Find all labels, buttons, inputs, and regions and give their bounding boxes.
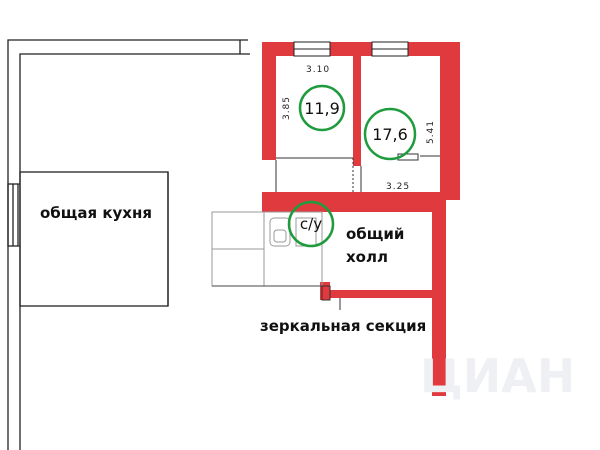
dim-room1-width: 3.10 bbox=[306, 65, 330, 75]
hall-label-line1: общий bbox=[346, 225, 404, 243]
area-circles bbox=[287, 84, 417, 248]
dim-room2-width: 3.25 bbox=[386, 182, 410, 192]
windows-top bbox=[293, 41, 409, 57]
kitchen-label: общая кухня bbox=[40, 204, 152, 222]
mirror-section-label: зеркальная секция bbox=[260, 317, 426, 335]
dim-room1-height: 3.85 bbox=[282, 96, 292, 120]
area-room2: 17,6 bbox=[372, 125, 408, 144]
walls bbox=[262, 42, 460, 396]
area-room1: 11,9 bbox=[304, 99, 340, 118]
hall-label-line2: холл bbox=[346, 248, 388, 266]
watermark: ЦИАН bbox=[420, 349, 575, 403]
door-hall bbox=[321, 285, 341, 310]
dim-room2-height: 5.41 bbox=[426, 120, 436, 144]
kitchen-outline bbox=[7, 39, 250, 450]
bathroom-label: с/у bbox=[300, 215, 322, 233]
kitchen-window bbox=[8, 183, 20, 247]
